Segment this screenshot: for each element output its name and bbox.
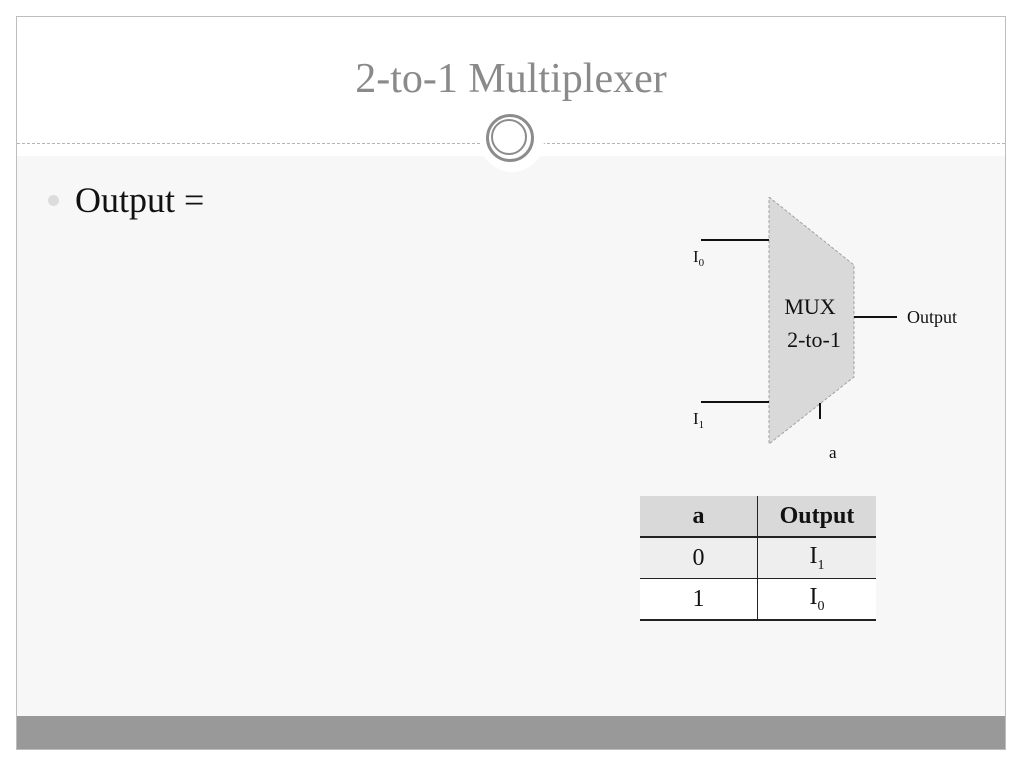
- header-a: a: [640, 496, 758, 538]
- cell-output-sub: 1: [817, 557, 825, 573]
- truth-table: a Output 0 I1 1 I0: [640, 496, 876, 621]
- cell-output-base: I: [809, 542, 818, 569]
- slide: 2-to-1 Multiplexer Output = MUX 2-to-1 I…: [16, 16, 1006, 750]
- mux-diagram: MUX 2-to-1 I0 I1 a Output: [657, 197, 997, 467]
- cell-output: I0: [757, 578, 876, 621]
- mux-diagram-svg: MUX 2-to-1 I0 I1 a Output: [693, 197, 957, 462]
- bullet-icon: [48, 195, 59, 206]
- mux-label-line2: 2-to-1: [787, 327, 841, 352]
- cell-a: 1: [640, 578, 758, 621]
- table-row: 1 I0: [640, 578, 876, 621]
- mux-block: [768, 197, 855, 446]
- content-area: [17, 156, 1005, 716]
- cell-output: I1: [757, 537, 876, 579]
- ring-ornament-inner: [486, 114, 534, 162]
- mux-label-line1: MUX: [784, 294, 835, 319]
- table-row: 0 I1: [640, 537, 876, 579]
- truth-table-header: a Output: [640, 496, 876, 538]
- output-label: Output: [907, 307, 957, 327]
- input1-label: I1: [693, 409, 704, 431]
- slide-title: 2-to-1 Multiplexer: [355, 56, 667, 102]
- cell-a: 0: [640, 537, 758, 579]
- footer-bar: [17, 716, 1005, 749]
- cell-output-base: I: [809, 583, 818, 610]
- ring-ornament-icon: [480, 108, 544, 172]
- cell-output-sub: 0: [817, 598, 825, 614]
- select-label: a: [829, 443, 837, 462]
- input0-label: I0: [693, 247, 705, 269]
- bullet-text: Output =: [75, 180, 205, 220]
- header-output: Output: [757, 496, 876, 538]
